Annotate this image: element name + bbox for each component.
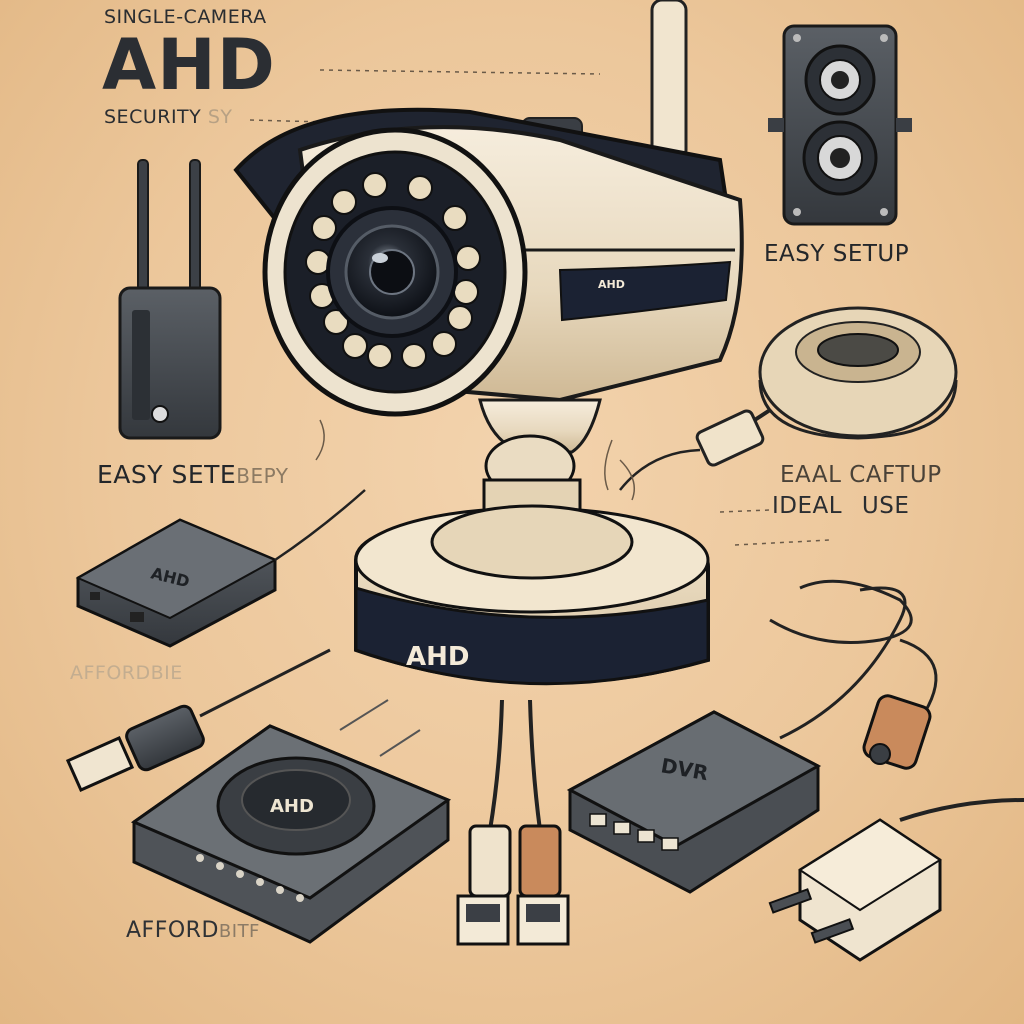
cable-coil-icon	[619, 306, 958, 491]
usb-plug-left-icon	[65, 648, 331, 792]
power-adapter-icon	[768, 798, 1024, 962]
easy-setup-label-top: EASY SETUP	[764, 241, 910, 267]
rca-cable-icon	[769, 579, 938, 770]
bullet-camera-icon: AHD	[233, 107, 744, 417]
easy-setup-label-left: EASY SETEBEPY	[97, 460, 288, 489]
afford-faint: BITF	[218, 921, 260, 942]
camera-mount-icon: AHD	[354, 398, 711, 686]
ahd-router-label: AHD	[270, 796, 314, 817]
subtitle-text: SINGLE-CAMERA	[104, 6, 267, 28]
afford-main: AFFORD	[126, 918, 219, 943]
base-label: AHD	[406, 642, 469, 672]
security-text: SECURITY SY	[104, 106, 232, 128]
ahd-router-icon: AHD	[130, 699, 452, 944]
security-word: SECURITY	[104, 106, 202, 128]
security-faint: SY	[207, 106, 233, 128]
affordable-label-faint: AFFORDBIE	[70, 662, 183, 684]
dvr-box-icon: DVR	[566, 586, 907, 894]
affordable-label: AFFORDBITF	[126, 918, 260, 943]
sketch-marks	[315, 419, 635, 501]
easy-setup-label-right: EAAL CAFTUP	[780, 462, 942, 488]
ahd-box-icon: AHD	[75, 489, 366, 648]
usb-plugs-icon	[456, 824, 570, 946]
wifi-router-icon	[118, 159, 222, 440]
wall-speaker-icon	[768, 24, 912, 226]
main-title: AHD	[102, 24, 276, 106]
base-cables	[488, 699, 542, 831]
easy-left-faint: BEPY	[236, 464, 289, 488]
ideal-use-label: IDEAL USE	[772, 493, 910, 519]
easy-left-main: EASY SETE	[97, 460, 237, 489]
camera-side-label: AHD	[598, 278, 625, 291]
